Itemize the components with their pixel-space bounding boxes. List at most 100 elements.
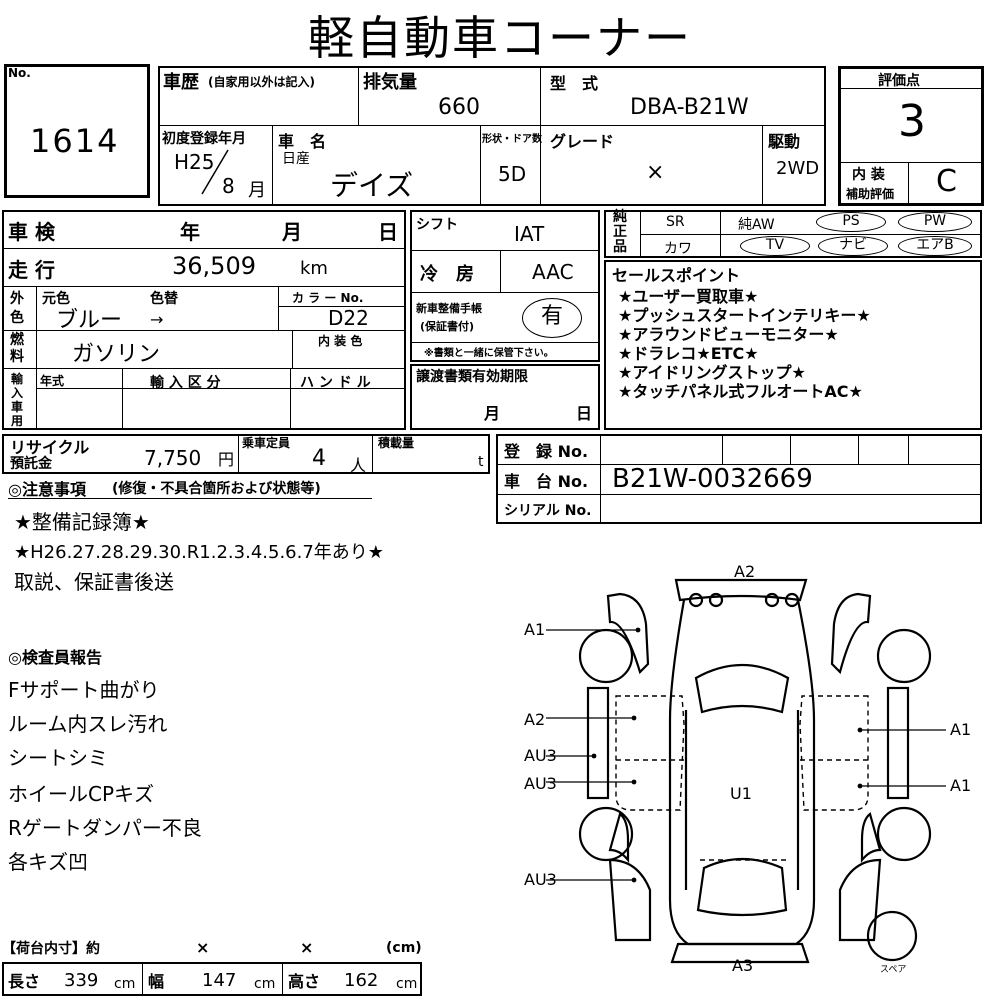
cargo-height-label: 高さ (288, 972, 321, 991)
mileage-label: 走 行 (8, 258, 55, 282)
diagram-label-top: A2 (734, 562, 756, 581)
displacement-value: 660 (438, 95, 480, 120)
sales-point-item: ★タッチパネル式フルオートAC★ (618, 382, 863, 401)
repaint-color-value: → (150, 310, 164, 329)
cargo-width-label: 幅 (148, 972, 165, 991)
cargo-length-unit: cm (114, 976, 136, 992)
genuine-ps: PS (816, 212, 886, 232)
diagram-label-bottom: A3 (732, 956, 754, 975)
inspector-line: ホイールCPキズ (8, 782, 155, 806)
history-note: (自家用以外は記入) (208, 75, 315, 89)
recycle-box (2, 434, 490, 474)
fuel-value: ガソリン (72, 342, 161, 367)
diagram-label-left-au3: AU3 (524, 746, 557, 765)
shift-value: IAT (514, 222, 545, 246)
aircon-label: 冷 房 (420, 264, 474, 285)
cargo-width-unit: cm (254, 976, 276, 992)
inspector-line: シートシミ (8, 746, 108, 770)
cargo-height-unit: cm (396, 976, 418, 992)
import-handle-label: ハ ン ド ル (300, 375, 371, 391)
mileage-unit: km (300, 258, 328, 279)
first-reg-slash (201, 149, 229, 195)
cargo-label: 【荷台内寸】約 (2, 941, 100, 957)
original-color-label: 元色 (42, 291, 70, 307)
genuine-side: 純正品 (613, 209, 627, 255)
aircon-value: AAC (532, 260, 574, 284)
diagram-label-right-a1: A1 (950, 720, 972, 739)
inspector-line: 各キズ凹 (8, 850, 88, 874)
inspection-year: 年 (180, 220, 200, 244)
import-category-label: 輸 入 区 分 (150, 375, 221, 391)
cargo-x2: × (300, 938, 314, 957)
vehicle-info-box (158, 66, 826, 206)
recycle-unit: 円 (218, 450, 235, 469)
body-doors-label: 形状・ドア数 (482, 134, 542, 145)
car-damage-diagram (546, 578, 946, 964)
sales-point-item: ★アイドリングストップ★ (618, 363, 806, 382)
model-label: 型 式 (550, 74, 599, 93)
diagram-label-roof: U1 (730, 784, 752, 803)
genuine-aw: 純AW (738, 217, 775, 233)
exterior-color-side: 外色 (10, 291, 24, 326)
car-name-label: 車 名 (278, 132, 327, 151)
inspector-line: Fサポート曲がり (8, 678, 160, 702)
grade-score-box (838, 66, 984, 206)
cargo-width: 147 (202, 970, 237, 991)
sales-point-item: ★ユーザー買取車★ (618, 287, 759, 306)
cargo-length: 339 (64, 970, 99, 991)
drive-label: 駆動 (768, 132, 801, 151)
diagram-label-left-au3: AU3 (524, 774, 557, 793)
repaint-color-label: 色替 (150, 291, 178, 307)
inspector-line: ルーム内スレ汚れ (8, 712, 168, 736)
car-maker: 日産 (282, 151, 310, 167)
genuine-pw: PW (898, 212, 972, 232)
interior-label-1: 内 装 (852, 167, 885, 183)
sales-point-item: ★ドラレコ★ETC★ (618, 344, 759, 363)
notes-label-note: (修復・不具合箇所および状態等) (112, 481, 321, 497)
lot-number-value: 1614 (30, 122, 120, 160)
grade-score-label: 評価点 (878, 73, 920, 89)
capacity-value: 4 (312, 446, 326, 471)
recycle-value: 7,750 (144, 446, 202, 470)
import-side: 輸入車用 (11, 372, 24, 428)
load-unit: t (478, 454, 484, 470)
load-label: 積載量 (378, 436, 415, 450)
car-name-value: デイズ (330, 169, 414, 202)
notes-line: ★H26.27.28.29.30.R1.2.3.4.5.6.7年あり★ (14, 542, 384, 563)
diagram-label-spare: スペア (880, 965, 907, 975)
manual-note: ※書類と一緒に保管下さい。 (424, 348, 554, 359)
manual-value: 有 (522, 298, 582, 338)
first-reg-year: H25 (174, 150, 215, 174)
cargo-height: 162 (344, 970, 379, 991)
genuine-leather: カワ (664, 241, 692, 257)
lot-number-label: No. (8, 66, 31, 80)
sales-point-item: ★アラウンドビューモニター★ (618, 325, 839, 344)
recycle-label-1: リサイクル (10, 438, 90, 457)
chassis-no-label: 車 台 No. (504, 472, 589, 491)
model-value: DBA-B21W (630, 95, 749, 120)
lot-number-box (4, 64, 150, 198)
inspection-label: 車 検 (8, 220, 55, 244)
drive-value: 2WD (776, 158, 820, 179)
transfer-docs-month: 月 (484, 404, 501, 423)
cargo-length-label: 長さ (8, 972, 41, 991)
genuine-sr: SR (666, 214, 685, 230)
chassis-no-value: B21W-0032669 (612, 464, 813, 494)
transfer-docs-label: 譲渡書類有効期限 (416, 369, 528, 385)
sales-points-label: セールスポイント (612, 266, 741, 285)
genuine-tv: TV (740, 236, 810, 256)
notes-line: 取説、保証書後送 (14, 570, 174, 594)
color-no-label: カ ラ ー No. (292, 291, 364, 305)
cargo-x1: × (196, 938, 210, 957)
displacement-label: 排気量 (363, 72, 417, 93)
diagram-label-right-a1: A1 (950, 776, 972, 795)
genuine-navi: ナビ (818, 236, 888, 256)
page-title: 軽自動車コーナー (308, 11, 692, 65)
mileage-value: 36,509 (172, 252, 256, 280)
first-reg-label: 初度登録年月 (162, 131, 246, 147)
color-no-value: D22 (328, 306, 369, 330)
diagram-label-left-au3: AU3 (524, 870, 557, 889)
genuine-airbag: エアB (898, 236, 972, 256)
grade-label: グレード (550, 132, 615, 151)
details-box (2, 210, 406, 430)
